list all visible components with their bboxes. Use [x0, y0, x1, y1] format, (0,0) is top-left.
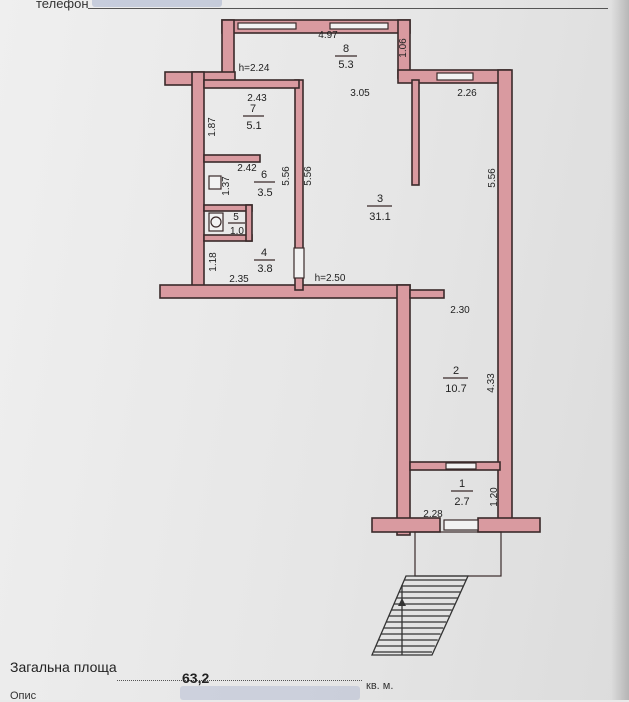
- dim-corridor-right: 5.56: [303, 166, 314, 186]
- room-2-number: 2: [453, 365, 459, 377]
- room-5-area: 1.0: [230, 226, 244, 237]
- total-area-unit: кв. м.: [366, 680, 394, 692]
- dim-room1-width: 2.28: [423, 509, 443, 520]
- total-area-label: Загальна площа: [10, 659, 117, 675]
- phone-label: телефон: [36, 0, 89, 11]
- dim-top-right-depth: 1.06: [398, 38, 409, 58]
- room-6-number: 6: [261, 169, 267, 181]
- wall-lower-left: [396, 284, 411, 536]
- toilet-bowl-icon: [210, 216, 222, 228]
- description-label-cut: Опис: [10, 690, 37, 702]
- dim-corridor-left: 5.56: [281, 166, 292, 186]
- wall-left: [191, 71, 205, 288]
- dim-room2-width: 2.30: [450, 305, 470, 316]
- window-right-top: [436, 72, 474, 81]
- dim-room2-depth: 4.33: [486, 373, 497, 393]
- dim-right-wing-width: 2.26: [457, 88, 477, 99]
- total-area-value: 63,2: [182, 670, 210, 686]
- dim-room4-depth: 1.18: [208, 252, 219, 272]
- dim-room6-depth: 1.37: [221, 176, 232, 196]
- room-5-number: 5: [233, 212, 239, 223]
- windows: [237, 22, 479, 531]
- wall-entrance-right: [477, 517, 541, 533]
- dim-room7-width: 2.43: [247, 93, 267, 104]
- staircase-outline: [371, 575, 470, 656]
- wall-room3-partition: [411, 79, 420, 186]
- room-6-area: 3.5: [257, 187, 272, 199]
- porch: [414, 531, 502, 577]
- total-area-underline: [117, 680, 362, 681]
- room-8-area: 5.3: [338, 59, 353, 71]
- wall-room2-stub-left: [409, 289, 445, 299]
- door-room1: [445, 462, 477, 470]
- room-8-number: 8: [343, 43, 349, 55]
- wall-room5-side: [245, 204, 253, 242]
- room-7-number: 7: [250, 103, 256, 115]
- room-4-area: 3.8: [257, 263, 272, 275]
- dim-room7-depth: 1.87: [207, 117, 218, 137]
- room-3-area: 31.1: [369, 211, 390, 223]
- wall-room7-bottom: [203, 154, 261, 163]
- wall-right: [497, 69, 513, 531]
- room-3-number: 3: [377, 193, 383, 205]
- ink-stamp-smudge: [92, 0, 222, 7]
- room-7-area: 5.1: [246, 120, 261, 132]
- room-1-number: 1: [459, 478, 465, 490]
- window-top-left: [237, 22, 297, 30]
- dim-main-height: h=2.50: [315, 273, 346, 284]
- dim-room4-width: 2.35: [229, 274, 249, 285]
- ink-stamp-smudge-footer: [180, 686, 360, 700]
- exterior-walls: [159, 19, 541, 536]
- sink-icon: [208, 175, 222, 190]
- toilet-icon: [208, 212, 224, 232]
- dimension-labels: 4.97 h=2.24 1.06 3.05 2.43 1.87 2.42 1.3…: [207, 30, 500, 520]
- dim-right-wing-depth: 5.56: [487, 168, 498, 188]
- room-labels: 8 5.3 7 5.1 6 3.5 5 1.0 4 3.8 3 31.1 2 1…: [228, 43, 473, 508]
- dim-balcony-height: h=2.24: [239, 63, 270, 74]
- room-1-area: 2.7: [454, 496, 469, 508]
- phone-underline: [88, 8, 608, 9]
- stair-steps: [374, 579, 466, 653]
- dim-room8-width: 3.05: [350, 88, 370, 99]
- stair-arrow-icon: [398, 598, 406, 606]
- room-4-number: 4: [261, 247, 267, 259]
- dim-room6-width: 2.42: [237, 163, 257, 174]
- interior-walls: [203, 79, 445, 299]
- wall-room5-bottom: [203, 234, 253, 242]
- door-corridor: [293, 247, 305, 279]
- wall-middle-bottom: [159, 284, 411, 299]
- dim-room1-depth: 1.20: [489, 487, 500, 507]
- entrance-stairs: [371, 531, 502, 656]
- dim-top-width: 4.97: [318, 30, 338, 41]
- wall-room6-bottom: [203, 204, 253, 212]
- room-2-area: 10.7: [445, 383, 466, 395]
- bathroom-fixtures: [208, 175, 224, 232]
- wall-entrance-left: [371, 517, 441, 533]
- entrance-door: [443, 519, 479, 531]
- window-top-right: [329, 22, 389, 30]
- wall-room7-top: [203, 79, 300, 89]
